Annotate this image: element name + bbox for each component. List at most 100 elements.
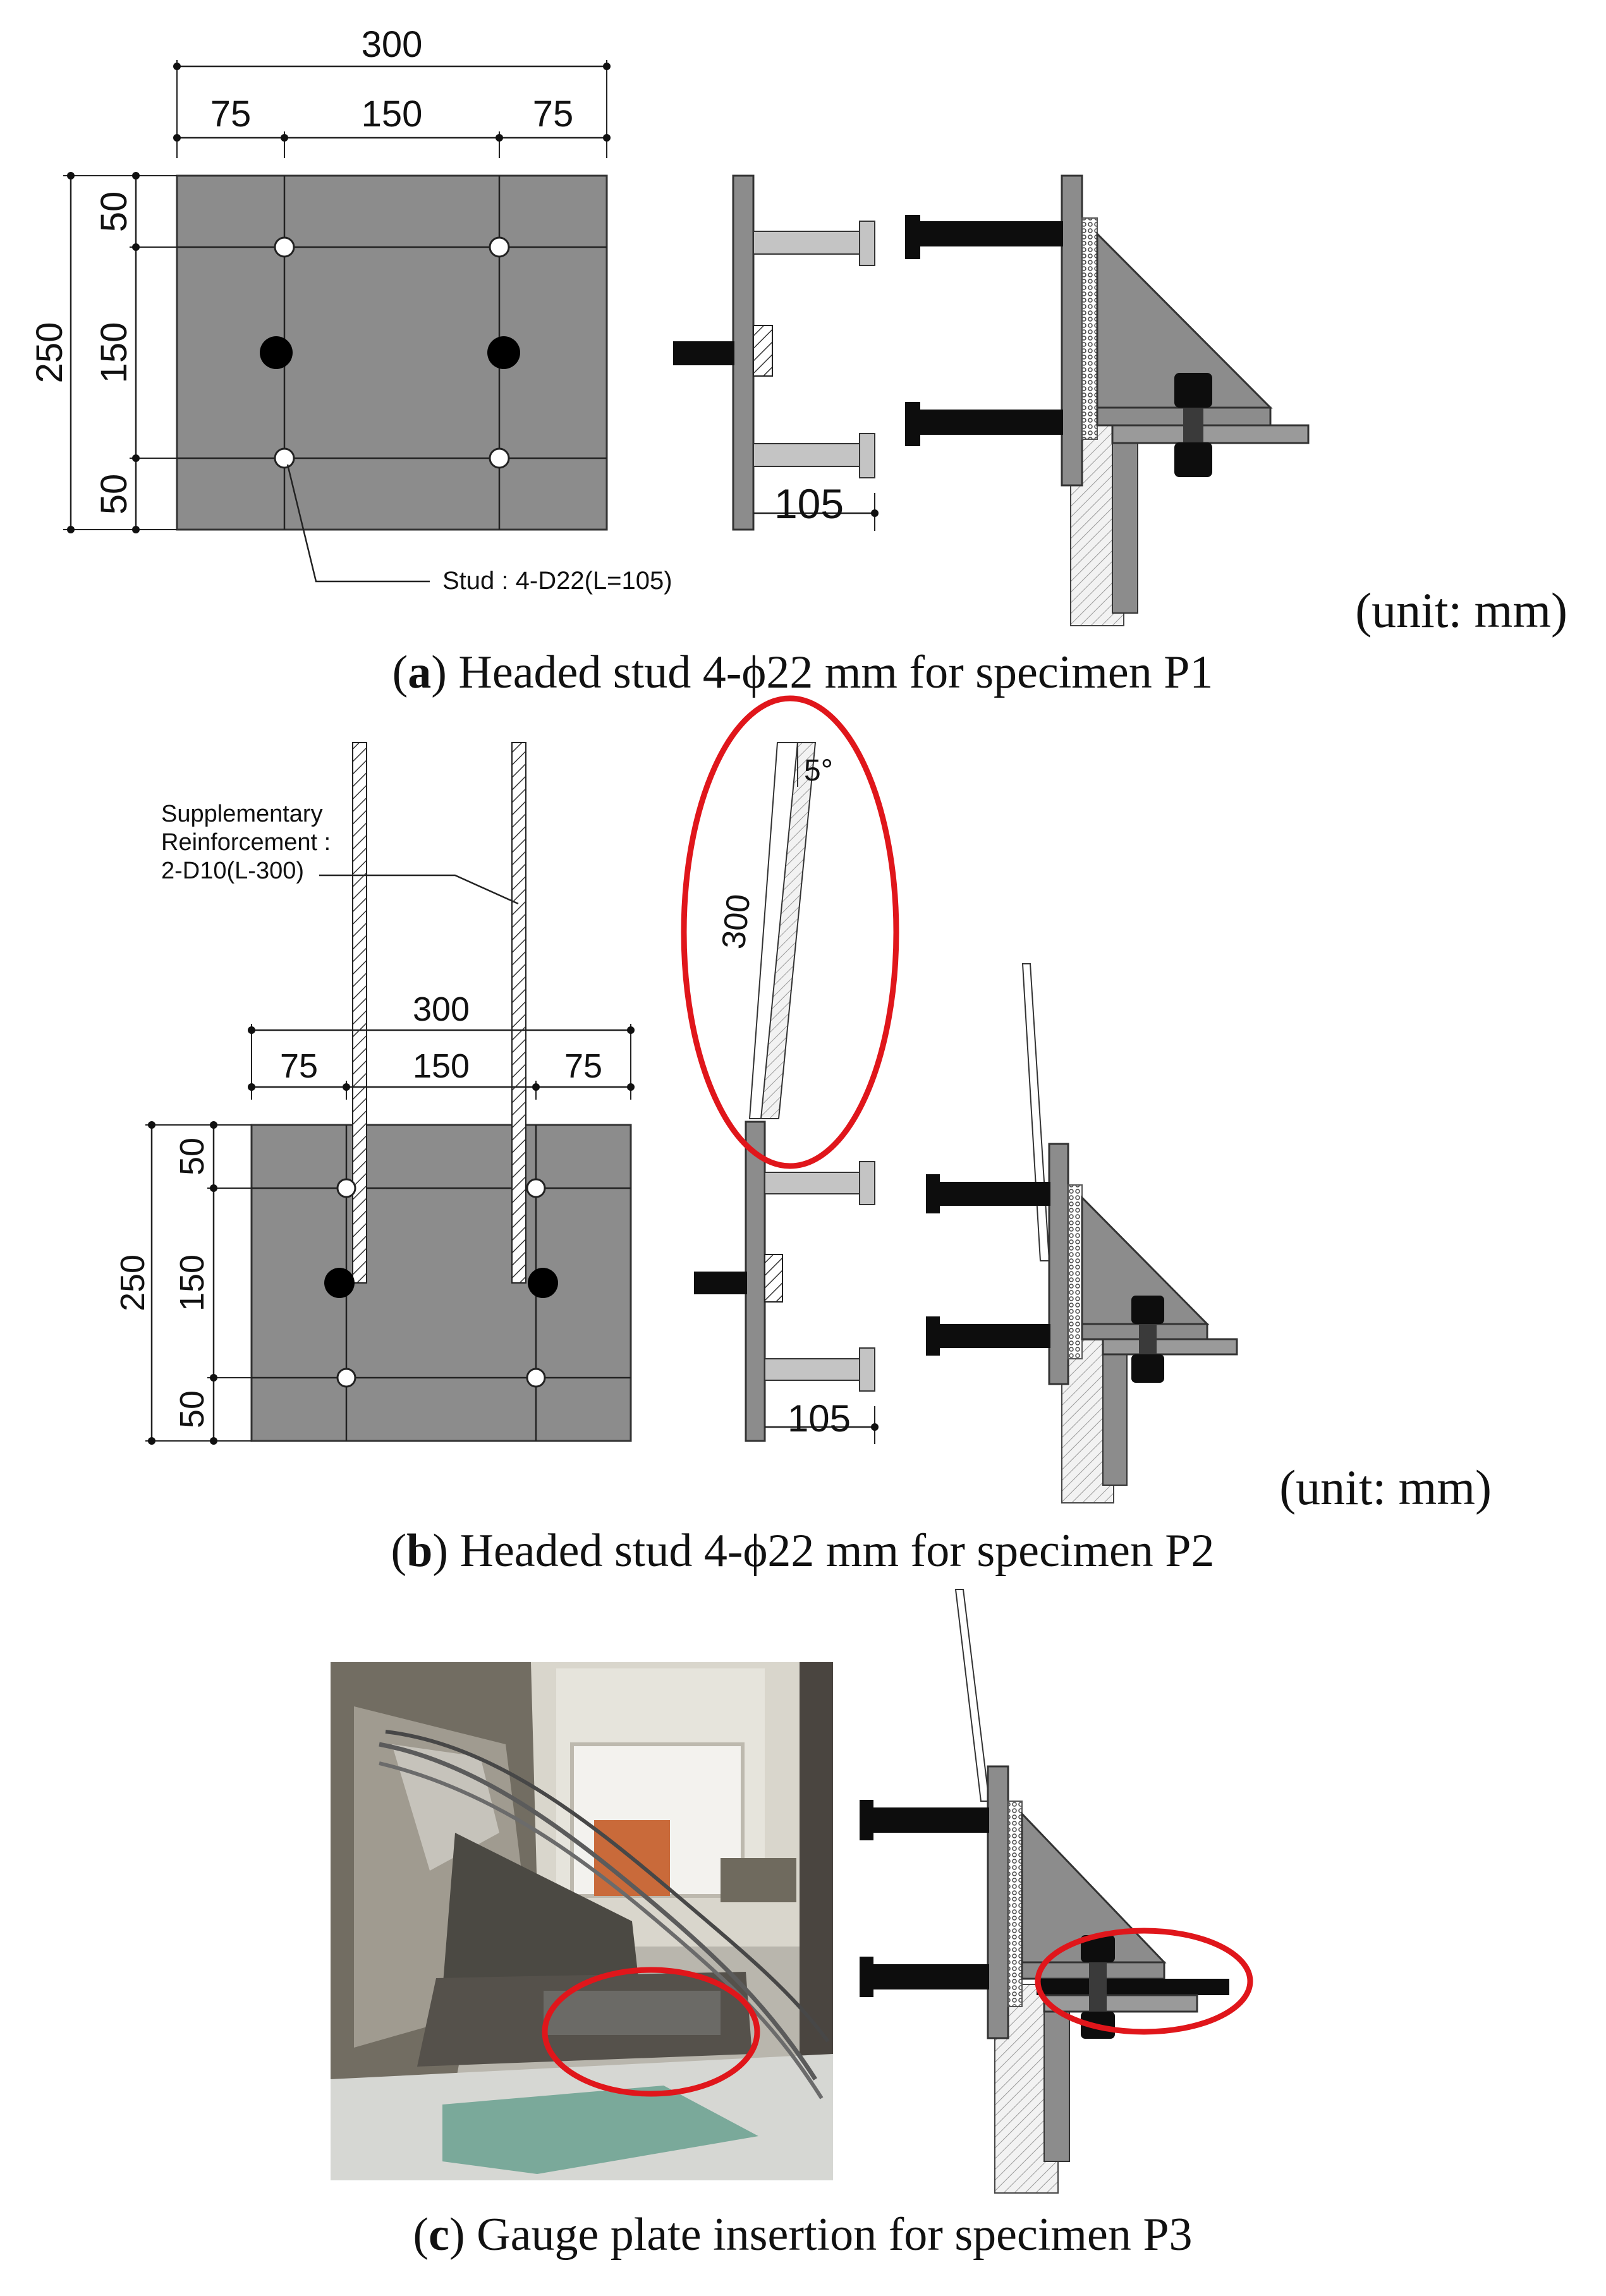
panel-a-side-view: 105 — [673, 174, 879, 531]
stud-hole — [489, 236, 510, 258]
stud-hole — [526, 1178, 546, 1198]
dim-center: 150 — [173, 1254, 211, 1311]
anchor-bolt-end — [673, 341, 734, 365]
stud-hole — [336, 1368, 356, 1388]
stud-hole — [336, 1178, 356, 1198]
highlight-ellipse — [681, 695, 899, 1169]
dim-center: 150 — [94, 322, 135, 384]
specimen-photo — [331, 1662, 833, 2180]
stud-bar — [911, 410, 1063, 435]
rebar-angle: 5° — [804, 754, 833, 787]
caption-c: (c) Gauge plate insertion for specimen P… — [413, 2209, 1193, 2261]
bolt-nut — [1131, 1296, 1164, 1324]
weld-bead — [1007, 1801, 1023, 2007]
panel-a-connection-detail: (unit: mm) — [905, 174, 1567, 638]
anchor-bolt-end — [694, 1272, 747, 1294]
dim-top: 50 — [173, 1138, 211, 1175]
headed-stud — [753, 231, 868, 255]
embed-plate — [987, 1765, 1009, 2039]
stud-head — [905, 215, 920, 259]
stud-bar — [911, 221, 1063, 246]
caption-a: (a) Headed stud 4-ϕ22 mm for specimen P1 — [392, 647, 1214, 698]
supplementary-rebar — [511, 742, 526, 1284]
anchor-bolt — [324, 1268, 355, 1298]
panel-b-plan-view: 300 75 150 75 250 50 150 50 Supplementar… — [114, 742, 635, 1445]
dim-total-height: 250 — [114, 1254, 152, 1311]
dim-bottom: 50 — [173, 1390, 211, 1428]
dim-top: 50 — [94, 191, 135, 233]
dim-right: 75 — [533, 94, 574, 135]
stud-head — [859, 221, 875, 266]
stud-head — [859, 1347, 875, 1392]
stud-callout: Stud : 4-D22(L=105) — [442, 567, 672, 595]
stud-hole — [274, 236, 295, 258]
headed-stud — [753, 443, 868, 467]
bolt-shank — [1089, 1962, 1107, 2013]
rebar-callout-line3: 2-D10(L-300) — [161, 858, 304, 884]
panel-a-plan-view: 300 75 150 75 250 50 150 50 Stud : 4-D22… — [29, 24, 672, 595]
stud-hole — [274, 447, 295, 469]
weld-bead — [1081, 217, 1098, 440]
stud-hole — [526, 1368, 546, 1388]
base-plate — [250, 1124, 632, 1442]
dim-middle: 150 — [413, 1047, 470, 1085]
stud-hole — [489, 447, 510, 469]
base-plate — [176, 174, 608, 531]
stud-head — [859, 1161, 875, 1205]
highlight-ellipse — [1035, 1928, 1253, 2035]
dim-total-width: 300 — [362, 24, 423, 65]
anchor-bolt — [528, 1268, 558, 1298]
angle-leg — [1043, 1994, 1198, 2013]
stud-head — [860, 1800, 873, 1840]
weld-bead — [1068, 1184, 1083, 1359]
bolt-nut — [1131, 1354, 1164, 1383]
stud-head — [859, 433, 875, 478]
headed-stud — [764, 1358, 868, 1381]
dim-total-height: 250 — [29, 322, 70, 384]
gauge-plate — [1037, 1979, 1229, 1995]
embed-plate — [1061, 174, 1083, 487]
bolt-nut — [1174, 442, 1212, 477]
bolt-shank — [1139, 1324, 1157, 1354]
steel-angle — [1102, 1339, 1128, 1486]
highlight-ellipse — [542, 1967, 760, 2097]
rebar-length: 300 — [715, 892, 758, 951]
stud-head — [926, 1174, 940, 1213]
inclined-rebar — [954, 1589, 990, 1802]
stud-head — [905, 402, 920, 446]
inclined-rebar-hatch — [760, 742, 817, 1119]
rebar-callout-line1: Supplementary — [161, 801, 323, 827]
gauge-block — [753, 325, 773, 377]
gauge-block — [764, 1254, 783, 1303]
dim-right: 75 — [564, 1047, 602, 1085]
base-plate-section — [732, 174, 755, 531]
caption-b: (b) Headed stud 4-ϕ22 mm for specimen P2 — [391, 1525, 1215, 1577]
stud-bar — [932, 1182, 1050, 1206]
dim-bottom: 50 — [94, 474, 135, 515]
bolt-shank — [1183, 408, 1203, 443]
panel-b-connection-detail: (unit: mm) — [926, 963, 1492, 1515]
dim-stud-length: 105 — [788, 1397, 851, 1440]
anchor-bolt — [487, 336, 520, 369]
bolt-nut — [1174, 373, 1212, 408]
panel-a: 300 75 150 75 250 50 150 50 Stud : 4-D22… — [29, 24, 1567, 698]
stud-bar — [867, 1807, 989, 1833]
stud-head — [926, 1316, 940, 1356]
dim-left: 75 — [210, 94, 252, 135]
headed-stud — [764, 1172, 868, 1194]
stud-bar — [867, 1964, 989, 1989]
anchor-bolt — [260, 336, 293, 369]
panel-c: (c) Gauge plate insertion for specimen P… — [331, 1589, 1253, 2261]
angle-leg — [1111, 424, 1310, 444]
dim-middle: 150 — [362, 94, 423, 135]
unit-label: (unit: mm) — [1279, 1460, 1492, 1515]
panel-b: 300 75 150 75 250 50 150 50 Supplementar… — [114, 695, 1492, 1577]
dim-left: 75 — [280, 1047, 318, 1085]
bolt-nut — [1081, 1935, 1115, 1962]
steel-angle — [1112, 423, 1138, 614]
stud-bar — [932, 1324, 1050, 1348]
rebar-callout-line2: Reinforcement : — [161, 829, 331, 856]
panel-c-connection-detail — [860, 1589, 1253, 2194]
base-plate-section — [745, 1121, 766, 1442]
